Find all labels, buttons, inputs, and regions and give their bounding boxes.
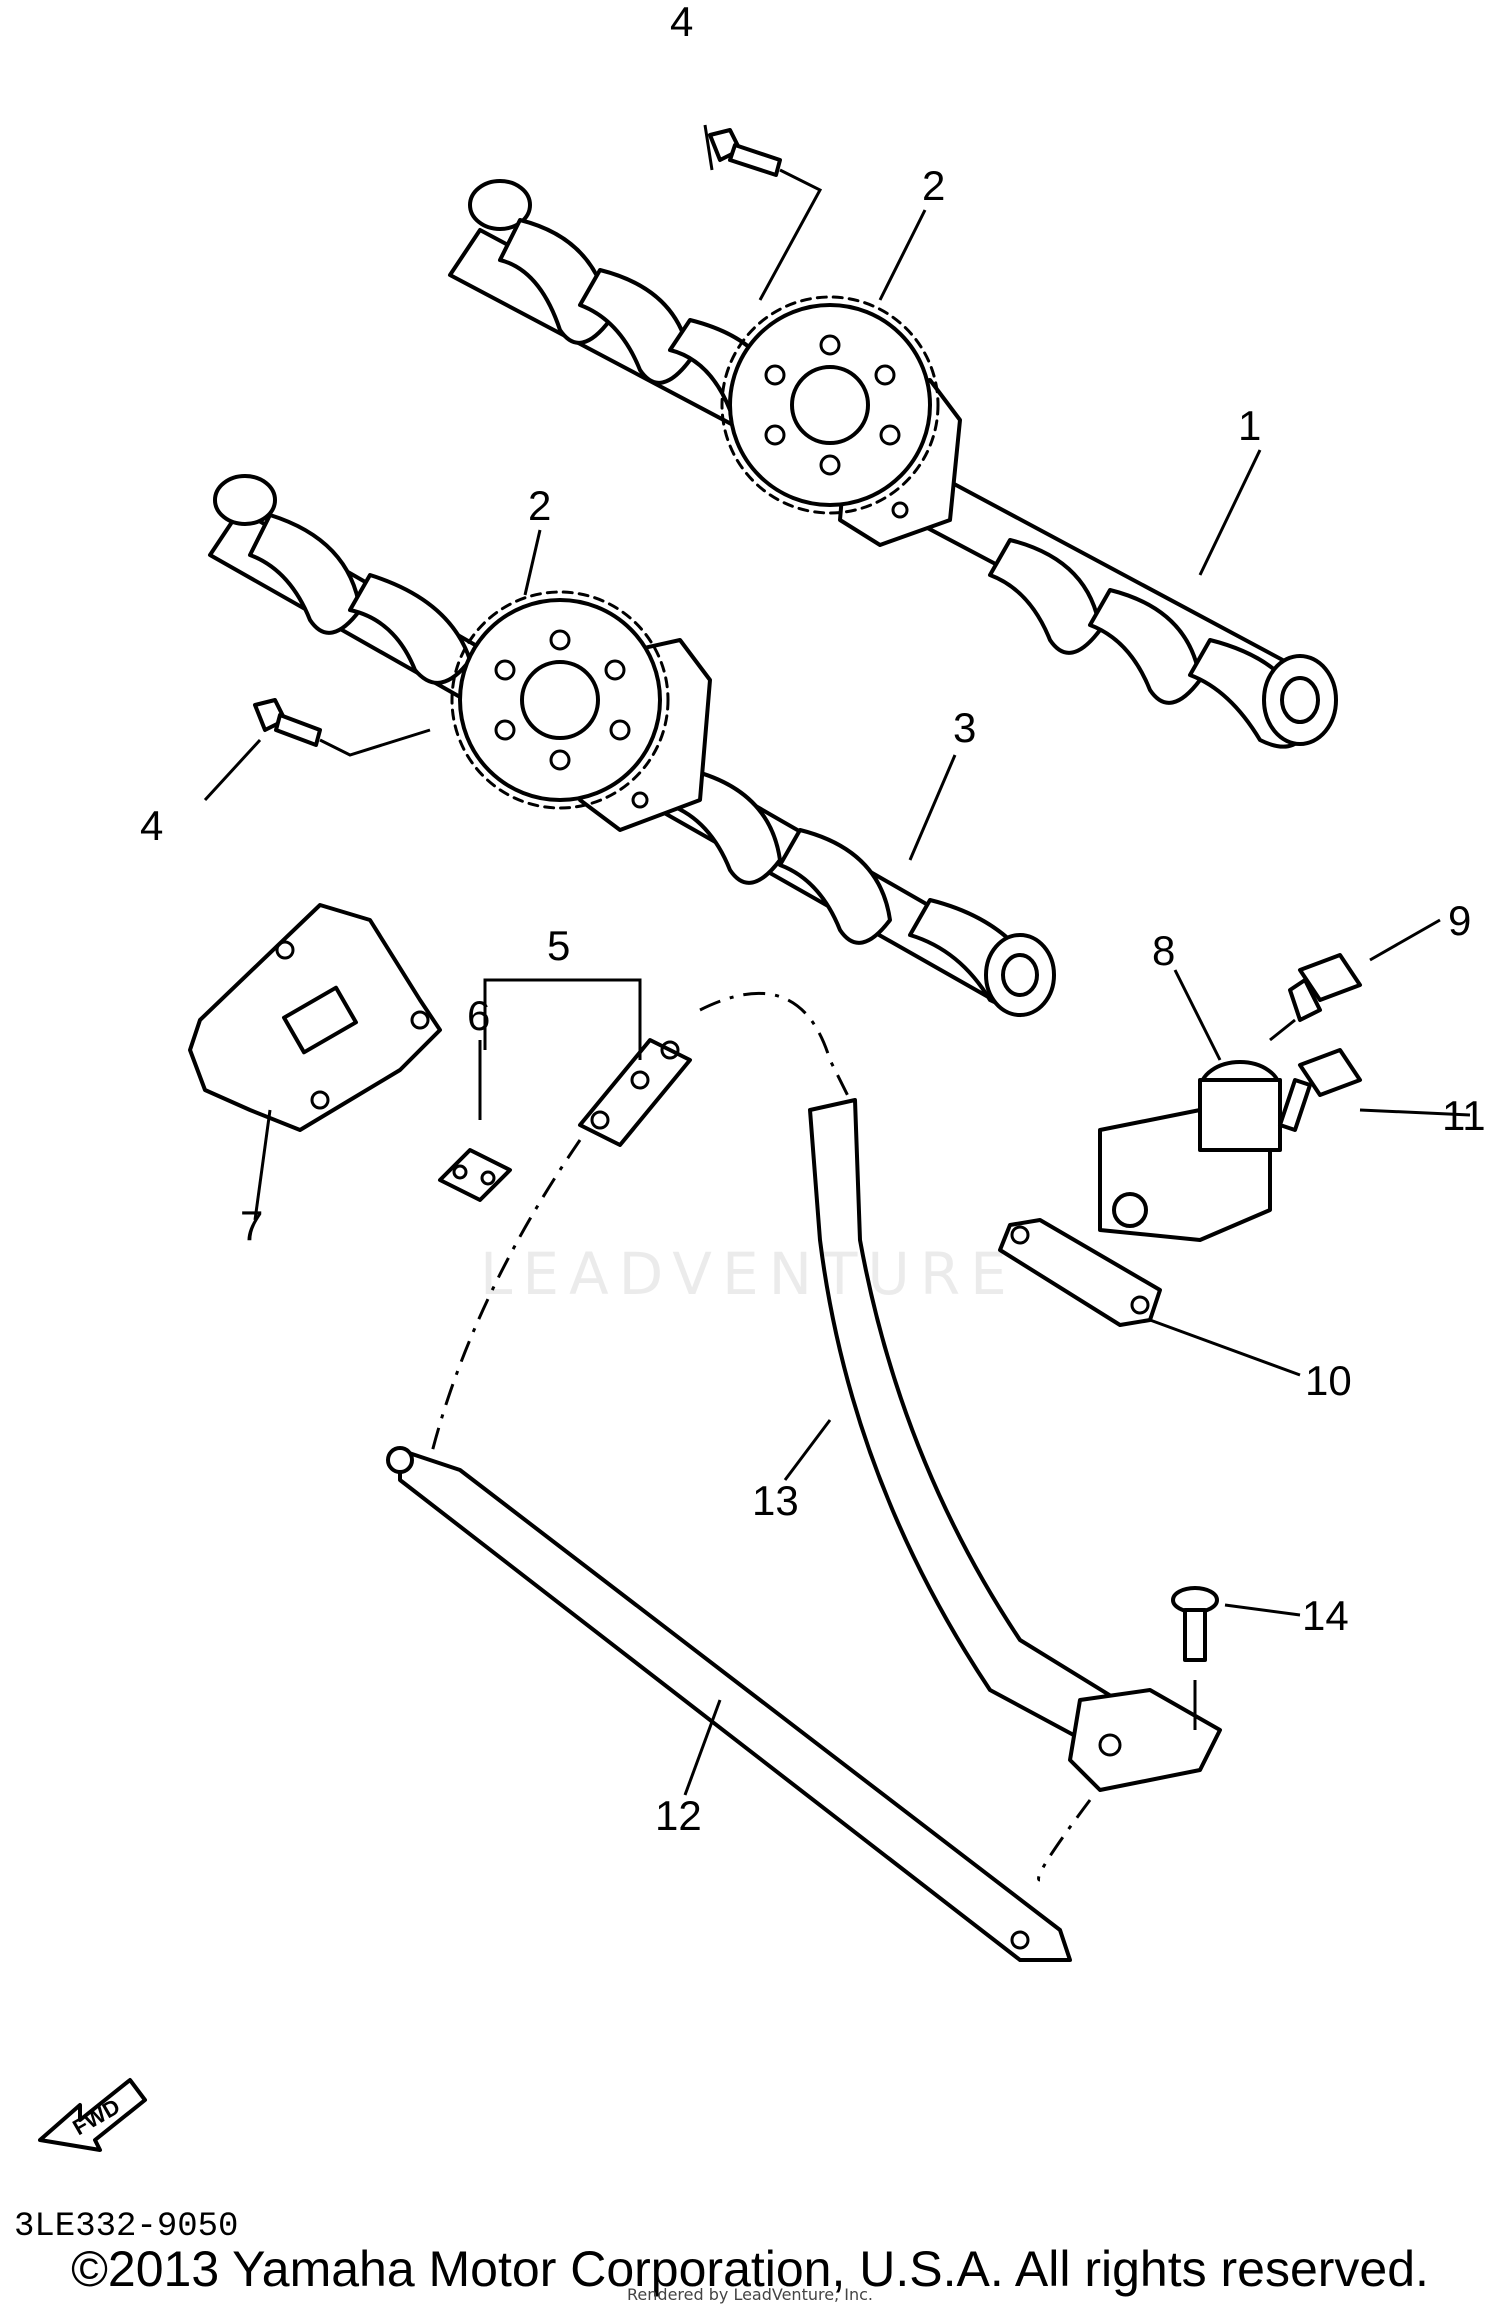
callout-4-upper: 4 bbox=[670, 0, 693, 45]
chain-link-plate bbox=[438, 1148, 512, 1202]
chain-guide-long bbox=[386, 1446, 1072, 1962]
chain-guide-tensioner bbox=[808, 1098, 1222, 1792]
callout-7: 7 bbox=[240, 1202, 263, 1249]
tensioner-gasket bbox=[998, 1218, 1162, 1327]
callout-6: 6 bbox=[467, 992, 490, 1039]
sprocket-bolt-lower bbox=[253, 698, 431, 757]
guide-screw bbox=[1171, 1586, 1219, 1730]
callout-9: 9 bbox=[1448, 897, 1471, 944]
tensioner-bolt-11 bbox=[1278, 1048, 1362, 1132]
callout-5: 5 bbox=[547, 922, 570, 969]
tensioner-bolt-9 bbox=[1269, 953, 1362, 1042]
rendered-by: Rendered by LeadVenture, Inc. bbox=[627, 2285, 873, 2304]
callout-4-lower: 4 bbox=[140, 802, 163, 849]
callout-10: 10 bbox=[1305, 1357, 1352, 1404]
callout-13: 13 bbox=[752, 1477, 799, 1524]
callout-8: 8 bbox=[1152, 927, 1175, 974]
cam-sprocket-lower bbox=[450, 590, 670, 810]
callout-14: 14 bbox=[1302, 1592, 1349, 1639]
callout-12: 12 bbox=[655, 1792, 702, 1839]
callout-2-upper: 2 bbox=[922, 162, 945, 209]
watermark: LEADVENTURE bbox=[480, 1240, 1017, 1308]
leader-lines bbox=[203, 124, 1471, 1796]
callout-1: 1 bbox=[1238, 402, 1261, 449]
diagram-code: 3LE332-9050 bbox=[14, 2208, 239, 2246]
callout-3: 3 bbox=[953, 704, 976, 751]
cam-sprocket-upper bbox=[720, 295, 940, 515]
bracket-5 bbox=[483, 978, 642, 1060]
chain-joint-link bbox=[578, 1038, 692, 1147]
callout-11: 11 bbox=[1442, 1092, 1486, 1139]
callout-2-lower: 2 bbox=[528, 482, 551, 529]
chain-tensioner-body bbox=[1098, 1060, 1282, 1242]
copyright-notice: ©2013 Yamaha Motor Corporation, U.S.A. A… bbox=[71, 2241, 1429, 2297]
chain-guide-top bbox=[188, 903, 442, 1132]
sprocket-bolt-upper bbox=[708, 128, 823, 301]
forward-arrow-icon: FWD bbox=[38, 2078, 147, 2152]
